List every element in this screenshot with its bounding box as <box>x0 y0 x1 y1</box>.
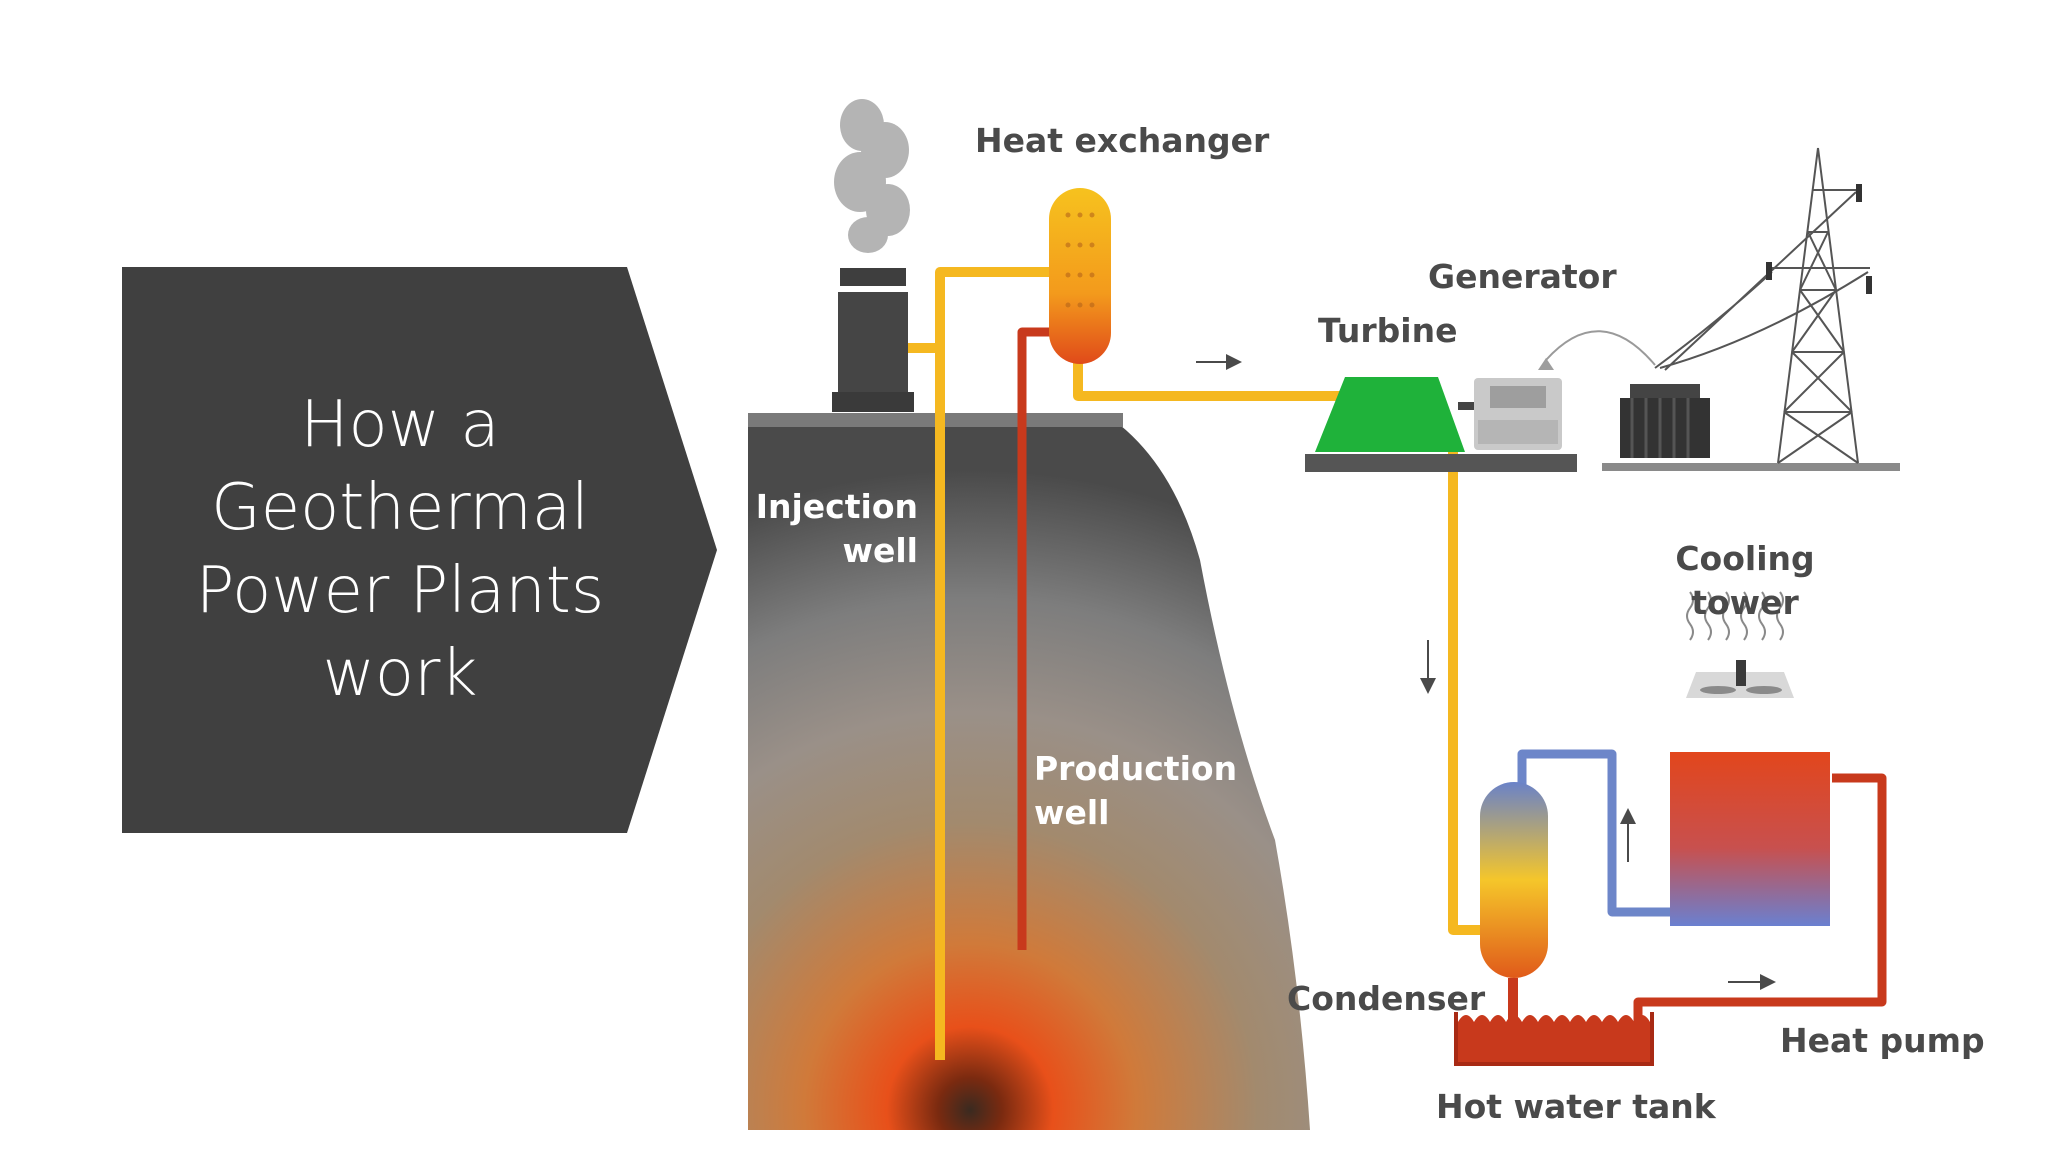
title-line-1: How a <box>300 388 500 462</box>
title-line-4: work <box>322 637 478 711</box>
title-line-2: Geothermal <box>211 471 589 545</box>
production-pipe <box>1017 327 1060 950</box>
turbine <box>1315 377 1465 452</box>
label-injection-well-line2: well <box>843 531 919 570</box>
cooling-tower-steam <box>1686 591 1784 641</box>
cooling-tower <box>1670 752 1830 926</box>
turbine-shaft <box>1458 402 1482 410</box>
label-heat-exchanger: Heat exchanger <box>975 121 1270 160</box>
power-cable <box>1545 330 1656 366</box>
steam-cloud <box>834 99 910 253</box>
label-heat-pump: Heat pump <box>1780 1021 1985 1060</box>
machine-base <box>1305 454 1577 472</box>
label-turbine: Turbine <box>1318 311 1457 350</box>
pylon-insulators <box>1766 184 1872 294</box>
heat-exchanger-dots <box>1065 212 1095 308</box>
turbine-to-condenser-pipe <box>1448 450 1490 935</box>
injection-plant-stack <box>832 268 914 412</box>
condenser-stand <box>1508 978 1518 1026</box>
label-condenser: Condenser <box>1287 979 1486 1018</box>
label-generator: Generator <box>1428 257 1617 296</box>
label-hot-water-tank: Hot water tank <box>1436 1087 1717 1126</box>
power-pylon <box>1654 147 1870 464</box>
grid-base-line <box>1602 463 1900 471</box>
label-production-well-line1: Production <box>1034 749 1237 788</box>
hot-water-tank <box>1458 1015 1650 1062</box>
cold-water-return-pipe <box>1517 749 1672 917</box>
label-cooling-tower-line2: tower <box>1691 583 1799 622</box>
generator <box>1474 358 1562 450</box>
steam-to-turbine-pipe <box>1073 345 1340 401</box>
title-chevron-shape <box>122 267 717 833</box>
title-line-3: Power Plants <box>195 554 605 628</box>
label-cooling-tower-line1: Cooling <box>1675 539 1814 578</box>
transformer <box>1620 384 1710 458</box>
earth-cross-section <box>748 425 1310 1130</box>
slide-title: How a Geothermal Power Plants work <box>130 267 670 833</box>
label-injection-well-line1: Injection <box>756 487 918 526</box>
label-production-well-line2: well <box>1034 793 1110 832</box>
condenser <box>1480 782 1548 978</box>
cooling-tower-fan <box>1686 660 1794 698</box>
injection-pipe <box>935 267 1060 1060</box>
hot-water-tank-walls <box>1454 1012 1654 1066</box>
heat-pump-pipe <box>1633 773 1887 1025</box>
